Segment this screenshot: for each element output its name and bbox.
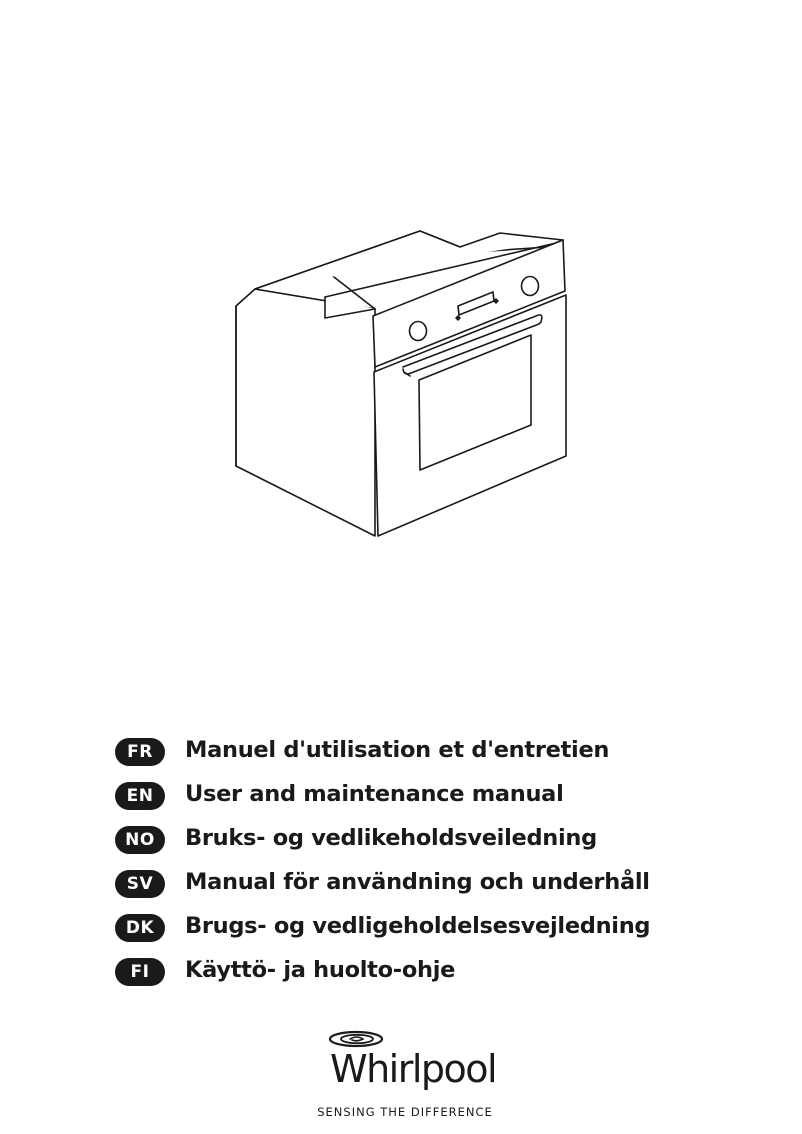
manual-title: Brugs- og vedligeholdelsesvejledning <box>185 913 651 939</box>
list-item: NO Bruks- og vedlikeholdsveiledning <box>115 818 795 862</box>
brand-tagline: SENSING THE DIFFERENCE <box>317 1105 493 1119</box>
language-badge: DK <box>115 914 165 942</box>
list-item: EN User and maintenance manual <box>115 774 795 818</box>
language-badge: FR <box>115 738 165 766</box>
language-badge: SV <box>115 870 165 898</box>
manual-title: Manuel d'utilisation et d'entretien <box>185 737 610 763</box>
manual-title: Bruks- og vedlikeholdsveiledning <box>185 825 597 851</box>
brand-block: Whirlpool SENSING THE DIFFERENCE <box>300 1025 510 1125</box>
whirlpool-logo: Whirlpool <box>328 1030 498 1091</box>
manual-title-list: FR Manuel d'utilisation et d'entretien E… <box>115 730 795 994</box>
manual-title: User and maintenance manual <box>185 781 564 807</box>
list-item: SV Manual för användning och underhåll <box>115 862 795 906</box>
manual-title: Käyttö- ja huolto-ohje <box>185 957 456 983</box>
svg-text:Whirlpool: Whirlpool <box>330 1047 496 1091</box>
list-item: FI Käyttö- ja huolto-ohje <box>115 950 795 994</box>
manual-title: Manual för användning och underhåll <box>185 869 650 895</box>
oven-illustration <box>235 230 567 537</box>
language-badge: EN <box>115 782 165 810</box>
language-badge: NO <box>115 826 165 854</box>
language-badge: FI <box>115 958 165 986</box>
list-item: DK Brugs- og vedligeholdelsesvejledning <box>115 906 795 950</box>
list-item: FR Manuel d'utilisation et d'entretien <box>115 730 795 774</box>
